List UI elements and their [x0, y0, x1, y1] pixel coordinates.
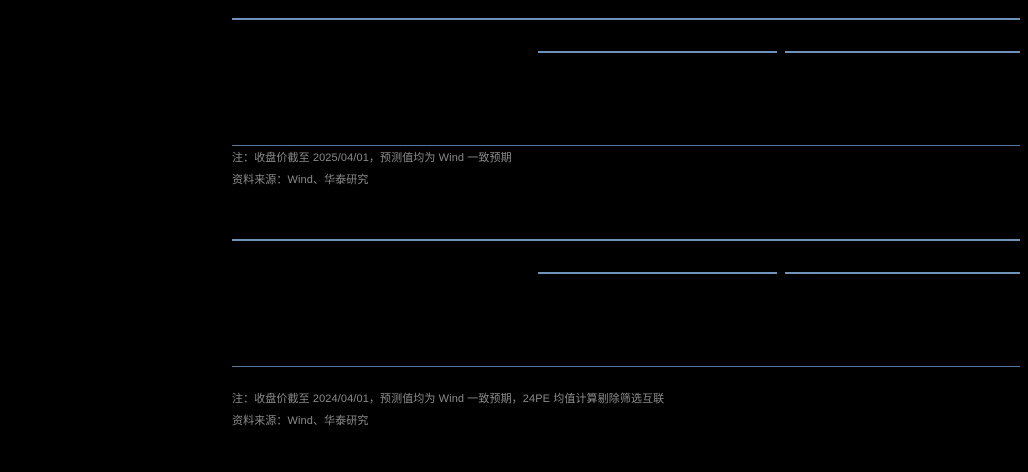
table-2-source: 资料来源：Wind、华泰研究: [232, 415, 369, 427]
table-1-column-group-rule-b: [785, 51, 1020, 53]
table-2-notes: 注：收盘价截至 2024/04/01，预测值均为 Wind 一致预期，24PE …: [232, 388, 1020, 432]
table-2-note: 注：收盘价截至 2024/04/01，预测值均为 Wind 一致预期，24PE …: [232, 393, 665, 405]
table-2-bottom-rule: [232, 366, 1020, 367]
table-2-body: [232, 241, 1020, 366]
table-2-column-group-rule-a: [538, 272, 777, 274]
table-1-column-group-rule-a: [538, 51, 777, 53]
table-1-note: 注：收盘价截至 2025/04/01，预测值均为 Wind 一致预期: [232, 152, 512, 164]
table-1-bottom-rule: [232, 145, 1020, 146]
table-2-column-group-rule-b: [785, 272, 1020, 274]
table-1-top-rule: [232, 18, 1020, 20]
table-1-notes: 注：收盘价截至 2025/04/01，预测值均为 Wind 一致预期 资料来源：…: [232, 147, 1020, 191]
table-1-body: [232, 20, 1020, 145]
table-1-source: 资料来源：Wind、华泰研究: [232, 174, 369, 186]
table-2-top-rule: [232, 239, 1020, 241]
